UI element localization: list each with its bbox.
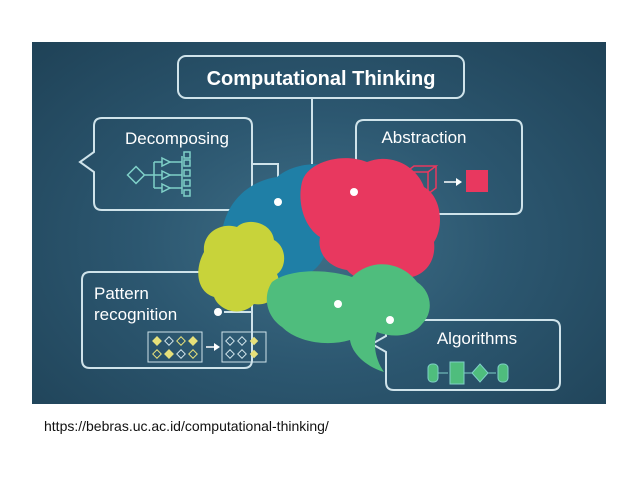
brain-yellow-lobe [198, 221, 285, 312]
pattern-label-line2: recognition [94, 305, 177, 324]
decomposing-icon [126, 151, 191, 197]
abstraction-label: Abstraction [381, 128, 466, 147]
brain-green-lobe [266, 264, 430, 372]
connector-dots [214, 188, 394, 324]
source-link[interactable]: https://bebras.uc.ac.id/computational-th… [44, 418, 329, 434]
brain-pink-lobe [300, 158, 440, 283]
decomposing-label: Decomposing [125, 129, 229, 148]
algorithms-label: Algorithms [437, 329, 517, 348]
pattern-icon [147, 331, 267, 363]
algorithms-icon [427, 361, 509, 385]
abstraction-box [355, 119, 523, 215]
diagram-title: Computational Thinking [207, 68, 436, 90]
decomposing-box [78, 117, 253, 211]
pattern-label-line1: Pattern [94, 284, 149, 303]
diagram-panel: Computational Thinking Decomposing [32, 42, 606, 404]
title-box [177, 55, 465, 99]
computational-thinking-diagram: Computational Thinking Decomposing [78, 55, 561, 391]
brain [198, 158, 440, 372]
